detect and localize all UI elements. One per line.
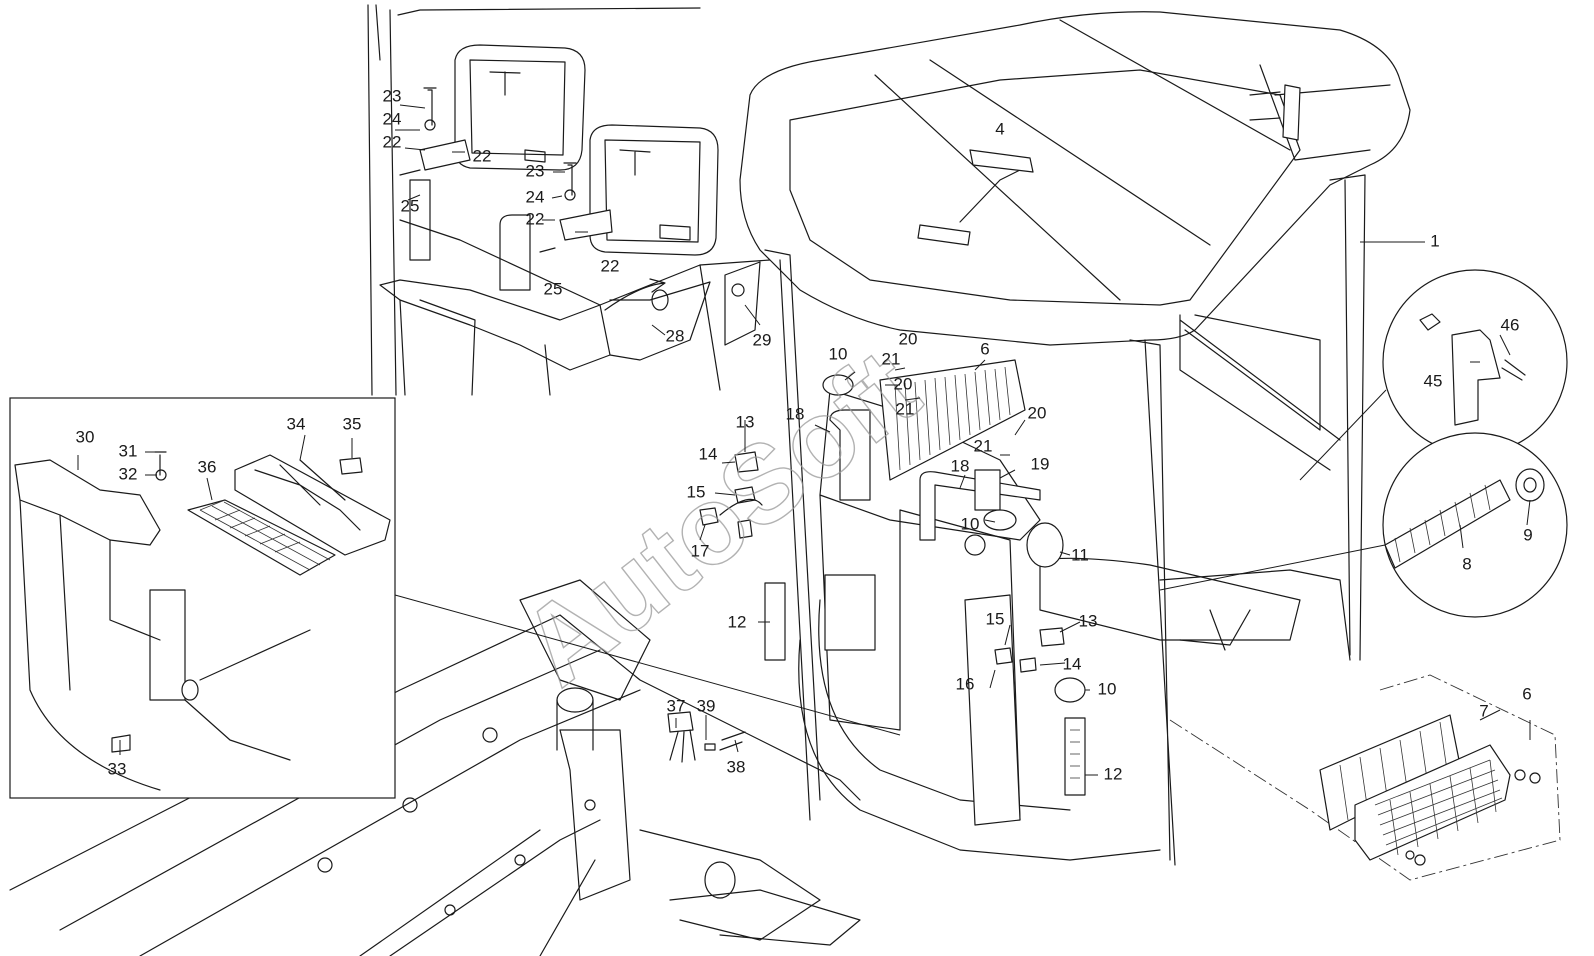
callout-13b: 13 (1079, 611, 1098, 630)
callout-37: 37 (667, 696, 686, 715)
callout-1: 1 (1430, 231, 1439, 250)
work-light-inset (367, 4, 771, 396)
callout-33: 33 (108, 759, 127, 778)
callout-15b: 15 (986, 609, 1005, 628)
callout-35: 35 (343, 414, 362, 433)
cab-frame (699, 11, 1411, 866)
mesh-filter (199, 499, 331, 571)
callout-20c: 20 (1028, 403, 1047, 422)
callout-10c: 10 (1098, 679, 1117, 698)
callout-15a: 15 (687, 482, 706, 501)
callout-29: 29 (753, 330, 772, 349)
callout-22c: 22 (526, 209, 545, 228)
callout-14b: 14 (1063, 654, 1082, 673)
callout-22d: 22 (601, 256, 620, 275)
callout-22a: 22 (383, 132, 402, 151)
callout-6: 6 (980, 339, 989, 358)
callout-11: 11 (1071, 545, 1089, 564)
filter-cover-inset (9, 397, 396, 799)
callout-16: 16 (956, 674, 975, 693)
callout-21b: 21 (896, 399, 915, 418)
callout-30: 30 (76, 427, 95, 446)
callout-23b: 23 (526, 161, 545, 180)
watermark: AutoSoft (499, 326, 941, 709)
callout-28: 28 (666, 326, 685, 345)
callout-25a: 25 (401, 196, 420, 215)
callout-36: 36 (198, 457, 217, 476)
callout-22b: 22 (473, 146, 492, 165)
chassis-floor (9, 579, 861, 956)
callout-34: 34 (287, 414, 306, 433)
callout-14a: 14 (699, 444, 718, 463)
detail-8-9 (1159, 432, 1568, 618)
callout-10b: 10 (961, 514, 980, 533)
callout-32: 32 (119, 464, 138, 483)
callout-9: 9 (1523, 525, 1532, 544)
grille-mesh (1374, 759, 1503, 856)
callout-13a: 13 (736, 412, 755, 431)
callout-31: 31 (119, 441, 138, 460)
filter-pleats (894, 366, 1011, 471)
callout-17: 17 (691, 541, 710, 560)
callout-12a: 12 (728, 612, 747, 631)
callouts: 1 4 6 6 7 8 9 10 10 10 11 12 12 13 13 14… (76, 86, 1533, 783)
callout-20a: 20 (899, 329, 918, 348)
callout-45: 45 (1424, 371, 1443, 390)
callout-38: 38 (727, 757, 746, 776)
callout-12b: 12 (1104, 764, 1123, 783)
filter-element-detail (1169, 674, 1561, 881)
callout-7: 7 (1479, 701, 1488, 720)
callout-21a: 21 (882, 349, 901, 368)
callout-20b: 20 (894, 374, 913, 393)
callout-18a: 18 (786, 404, 805, 423)
callout-39: 39 (697, 696, 716, 715)
callout-8: 8 (1462, 554, 1471, 573)
callout-46: 46 (1501, 315, 1520, 334)
callout-24b: 24 (526, 187, 545, 206)
callout-10a: 10 (829, 344, 848, 363)
callout-19: 19 (1031, 454, 1050, 473)
callout-25b: 25 (544, 279, 563, 298)
callout-24a: 24 (383, 109, 402, 128)
callout-18b: 18 (951, 456, 970, 475)
callout-4: 4 (995, 119, 1004, 138)
callout-23a: 23 (383, 86, 402, 105)
callout-21c: 21 (974, 436, 993, 455)
callout-6b: 6 (1522, 684, 1531, 703)
leader-lines (77, 104, 1531, 776)
